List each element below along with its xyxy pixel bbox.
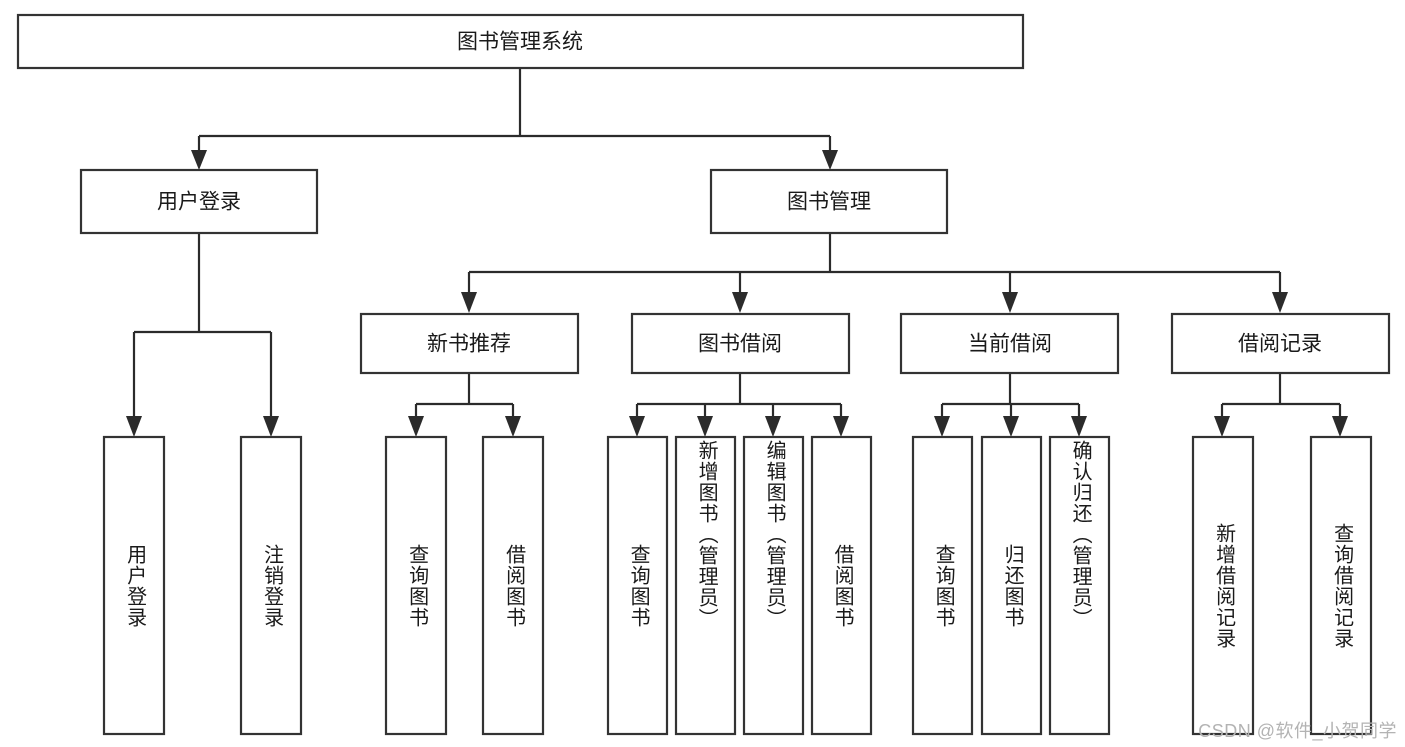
arrowhead-borrow <box>732 292 748 313</box>
connector-group-book-mgmt <box>461 233 1288 313</box>
arrowhead-record-c2 <box>1332 416 1348 437</box>
node-book-borrow-label: 图书借阅 <box>698 333 782 356</box>
leaf-box-add-borrow-record[interactable] <box>1191 435 1255 736</box>
node-user-login-label: 用户登录 <box>157 191 241 214</box>
connector-group-borrow-record <box>1214 373 1348 437</box>
leaf-box-edit-book-admin[interactable] <box>742 435 805 736</box>
node-borrow-record-box[interactable] <box>1170 312 1391 375</box>
connector-group-user-login <box>126 233 279 437</box>
node-book-management-label: 图书管理 <box>787 191 871 214</box>
node-current-borrow-label: 当前借阅 <box>968 333 1052 356</box>
leaf-box-logout[interactable] <box>239 435 303 736</box>
leaf-box-query-book-3[interactable] <box>911 435 974 736</box>
node-current-borrow[interactable]: 当前借阅 <box>899 312 1120 375</box>
arrowhead-leaf-logout <box>263 416 279 437</box>
node-book-borrow-box[interactable] <box>630 312 851 375</box>
arrowhead-record-c1 <box>1214 416 1230 437</box>
node-root-label: 图书管理系统 <box>457 31 583 54</box>
arrowhead-user-login <box>191 150 207 170</box>
connector-group-current-borrow <box>934 373 1087 437</box>
leaf-box-confirm-return-admin[interactable] <box>1048 435 1111 736</box>
arrowhead-borrow-c1 <box>629 416 645 437</box>
node-new-book-recommend-box[interactable] <box>359 312 580 375</box>
node-new-book-recommend[interactable]: 新书推荐 <box>359 312 580 375</box>
leaf-box-user-login[interactable] <box>102 435 166 736</box>
leaf-box-borrow-book-2[interactable] <box>810 435 873 736</box>
node-user-login[interactable]: 用户登录 <box>79 168 319 235</box>
node-user-login-box[interactable] <box>79 168 319 235</box>
node-book-borrow[interactable]: 图书借阅 <box>630 312 851 375</box>
node-borrow-record-label: 借阅记录 <box>1238 333 1322 356</box>
leaf-box-query-borrow-record[interactable] <box>1309 435 1373 736</box>
arrowhead-newbook <box>461 292 477 313</box>
node-current-borrow-box[interactable] <box>899 312 1120 375</box>
arrowhead-borrow-c2 <box>697 416 713 437</box>
arrowhead-current-c2 <box>1003 416 1019 437</box>
node-new-book-recommend-label: 新书推荐 <box>427 333 511 356</box>
arrowhead-leaf-user-login <box>126 416 142 437</box>
arrowhead-newbook-c2 <box>505 416 521 437</box>
arrowhead-current-c3 <box>1071 416 1087 437</box>
node-book-management-box[interactable] <box>709 168 949 235</box>
node-root-box[interactable] <box>16 13 1025 70</box>
leaf-box-query-book-2[interactable] <box>606 435 669 736</box>
connector-group-newbook <box>408 373 521 437</box>
arrowhead-borrow-c3 <box>765 416 781 437</box>
leaf-box-borrow-book-1[interactable] <box>481 435 545 736</box>
arrowhead-book-mgmt <box>822 150 838 170</box>
leaf-box-add-book-admin[interactable] <box>674 435 737 736</box>
arrowhead-borrow-record <box>1272 292 1288 313</box>
arrowhead-newbook-c1 <box>408 416 424 437</box>
node-borrow-record[interactable]: 借阅记录 <box>1170 312 1391 375</box>
arrowhead-current-c1 <box>934 416 950 437</box>
csdn-watermark: CSDN @软件_小贺同学 <box>1198 721 1397 741</box>
connector-group-root <box>191 68 838 170</box>
leaf-box-query-book-1[interactable] <box>384 435 448 736</box>
node-root[interactable]: 图书管理系统 <box>16 13 1025 70</box>
node-book-management[interactable]: 图书管理 <box>709 168 949 235</box>
arrowhead-current-borrow <box>1002 292 1018 313</box>
leaf-box-return-book[interactable] <box>980 435 1043 736</box>
connector-group-borrow <box>629 373 849 437</box>
arrowhead-borrow-c4 <box>833 416 849 437</box>
